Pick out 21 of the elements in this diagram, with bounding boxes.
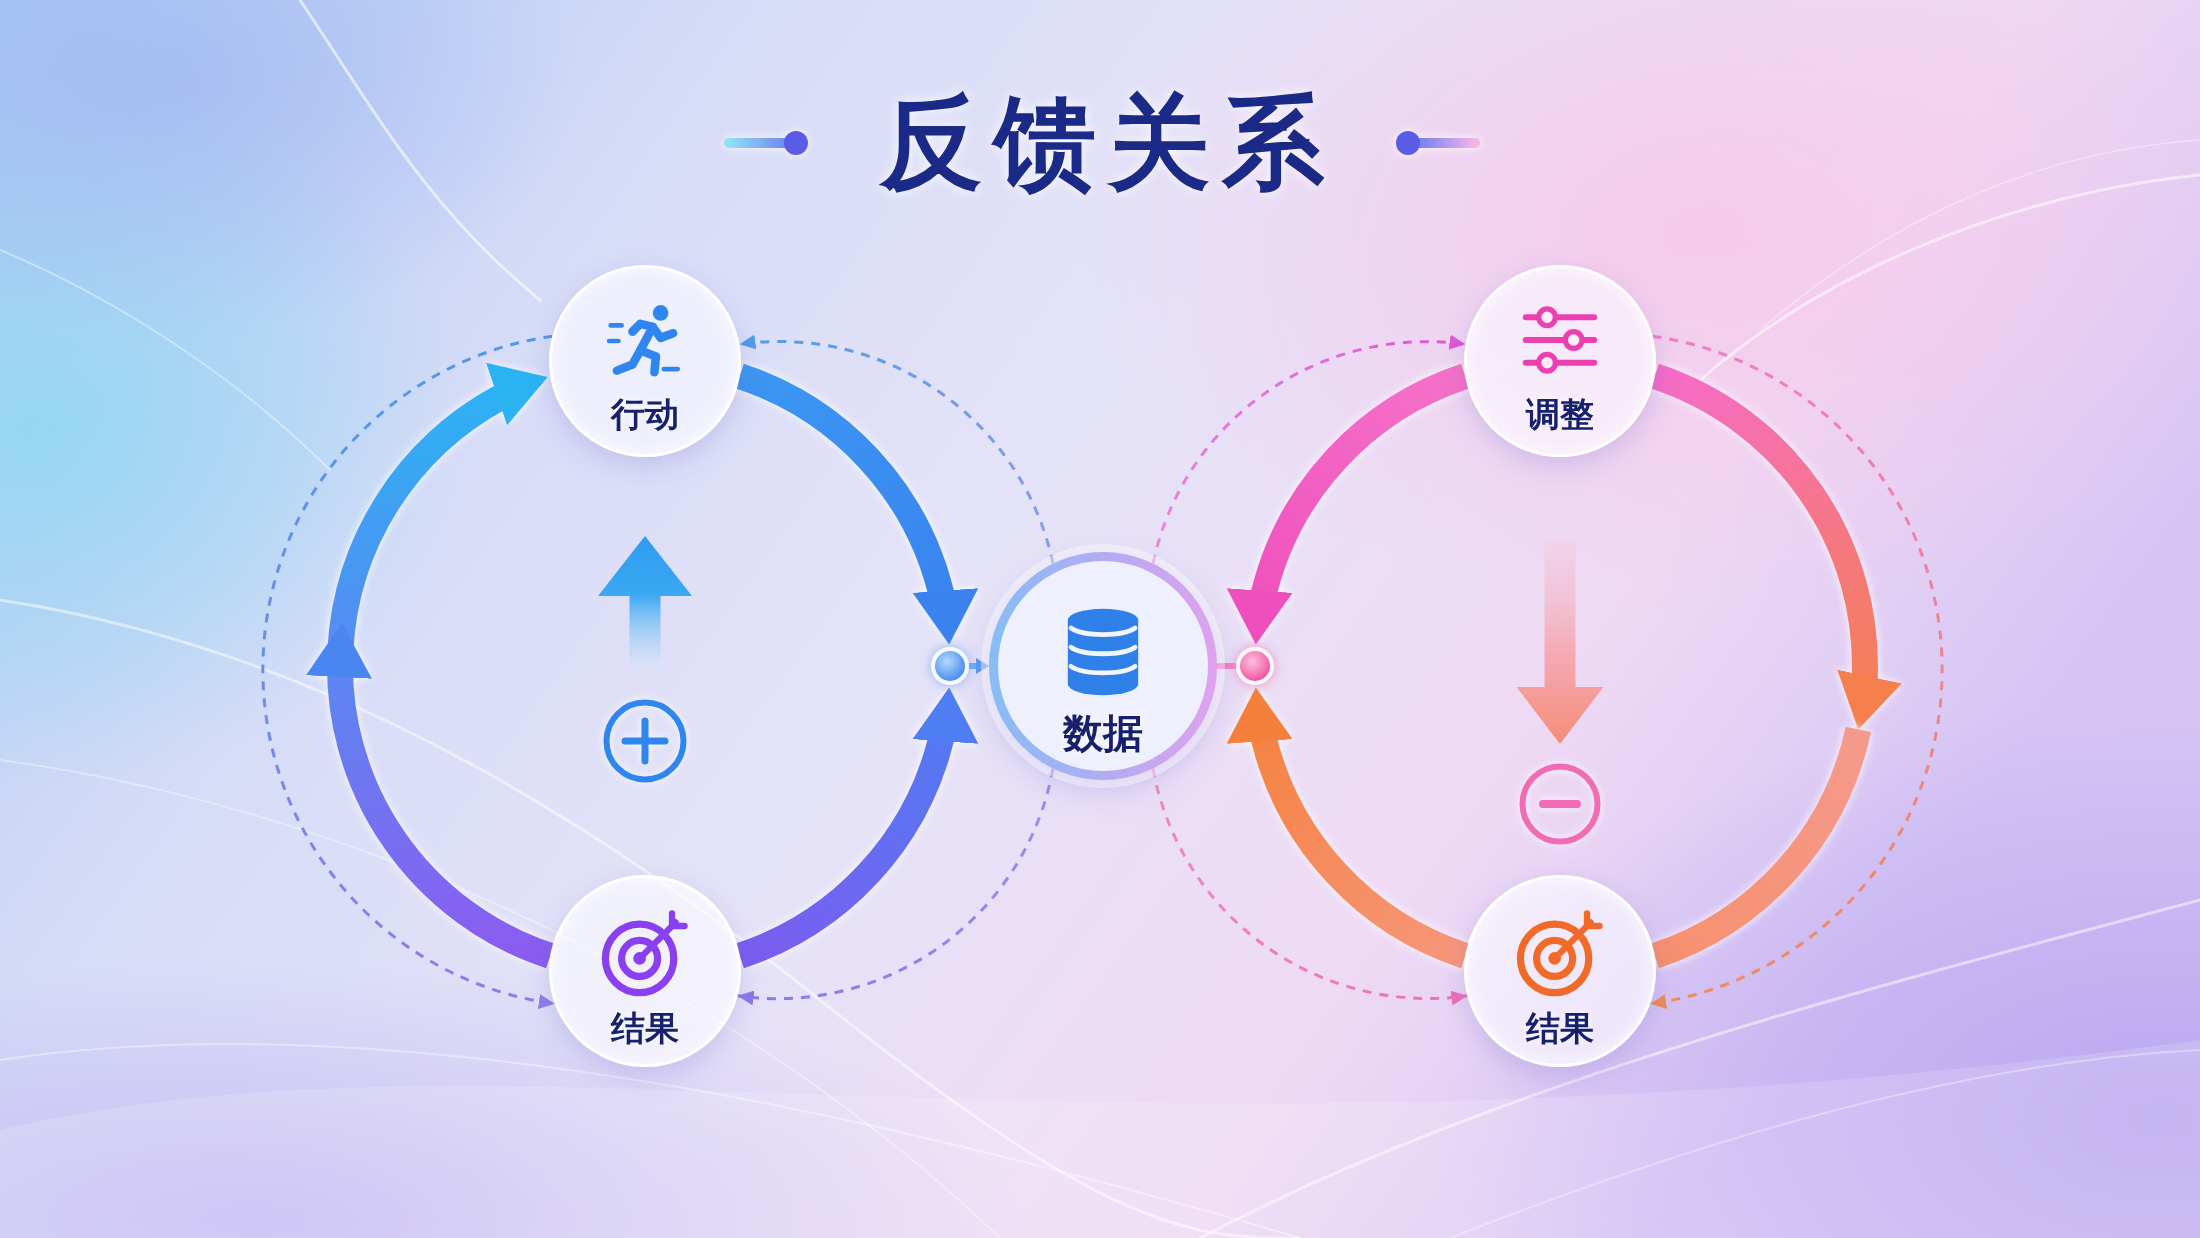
node-label: 结果 [611,1010,679,1048]
curved-arrow [1650,364,1899,732]
dashed-arrow [737,768,1055,1005]
node-label: 行动 [611,396,679,434]
node-label: 调整 [1526,396,1594,434]
dashed-arrow [1649,334,1944,1009]
curved-arrow [735,685,975,968]
curved-arrow [735,364,975,647]
curved-arrow [1230,685,1470,968]
connector-arrow [969,658,989,674]
dashed-arrow [1151,335,1466,564]
dashed-arrow [739,335,1055,564]
curved-arrow [1230,364,1470,647]
node-label: 数据 [1063,711,1143,755]
connector-line [1217,663,1236,669]
curved-band [1650,725,1871,968]
dashed-arrow [261,334,556,1009]
node-label: 结果 [1526,1010,1594,1048]
title: 反馈关系 [878,84,1336,202]
dashed-arrow [1151,768,1468,1005]
curved-arrow [306,363,555,969]
